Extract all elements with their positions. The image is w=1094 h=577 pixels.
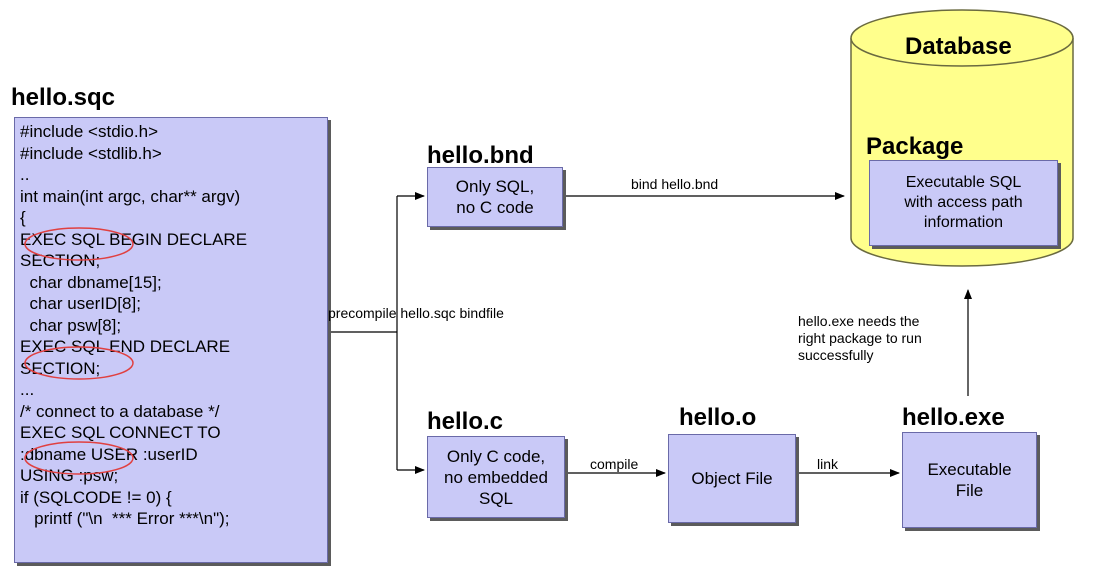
source-file-title: hello.sqc (11, 84, 116, 111)
exe-line: Executable (927, 460, 1012, 479)
source-code-box: #include <stdio.h> #include <stdlib.h> .… (14, 117, 328, 563)
database-title: Database (905, 33, 1012, 60)
bnd-line: no C code (456, 198, 534, 217)
package-line: with access path (904, 194, 1023, 211)
exe-note: hello.exe needs the right package to run… (798, 313, 922, 364)
code-line: { (20, 208, 26, 227)
package-line: information (923, 214, 1004, 231)
code-line: /* connect to a database */ (20, 401, 220, 421)
code-line: if (SQLCODE != 0) { (20, 487, 172, 507)
exec-sql-highlight (24, 346, 134, 380)
exe-box: Executable File (902, 432, 1037, 528)
code-line: EXEC SQL CONNECT TO (20, 423, 221, 442)
code-line: char psw[8]; (20, 315, 122, 335)
code-line: .. (20, 165, 30, 184)
code-line: char userID[8]; (20, 294, 141, 313)
code-line: SECTION; (20, 358, 101, 378)
code-line: ... (20, 380, 35, 399)
code-line: #include <stdlib.h> (20, 143, 162, 163)
note-line: hello.exe needs the (798, 313, 920, 329)
link-label: link (817, 456, 839, 472)
bnd-file-title: hello.bnd (427, 142, 534, 169)
bnd-line: Only SQL, (455, 177, 535, 196)
code-line: :dbname USER :userID (20, 444, 198, 464)
c-box: Only C code, no embedded SQL (427, 436, 565, 518)
exec-sql-highlight (24, 227, 134, 261)
o-file-title: hello.o (679, 404, 757, 431)
code-line: int main(int argc, char** argv) (20, 186, 241, 206)
package-line: Executable SQL (905, 174, 1022, 191)
c-line: no embedded (444, 467, 548, 487)
package-title: Package (866, 133, 964, 160)
c-line: Only C code, (446, 446, 546, 466)
code-line: char dbname[15]; (20, 272, 162, 292)
exe-line: File (955, 481, 984, 500)
code-line: printf ("\n *** Error ***\n"); (20, 509, 230, 528)
package-box: Executable SQL with access path informat… (869, 160, 1058, 246)
o-text: Object File (691, 469, 773, 488)
o-box: Object File (668, 434, 796, 523)
code-line: EXEC SQL BEGIN DECLARE (20, 229, 248, 249)
note-line: right package to run (798, 330, 922, 346)
precompile-label: precompile hello.sqc bindfile (328, 305, 504, 321)
code-line: #include <stdio.h> (20, 122, 158, 141)
bnd-box: Only SQL, no C code (427, 167, 563, 227)
note-line: successfully (798, 347, 874, 363)
exe-file-title: hello.exe (902, 404, 1005, 431)
exec-sql-highlight (24, 441, 134, 475)
c-file-title: hello.c (427, 408, 504, 435)
c-line: SQL (478, 488, 514, 508)
bind-label: bind hello.bnd (631, 176, 719, 192)
compile-label: compile (590, 456, 639, 472)
